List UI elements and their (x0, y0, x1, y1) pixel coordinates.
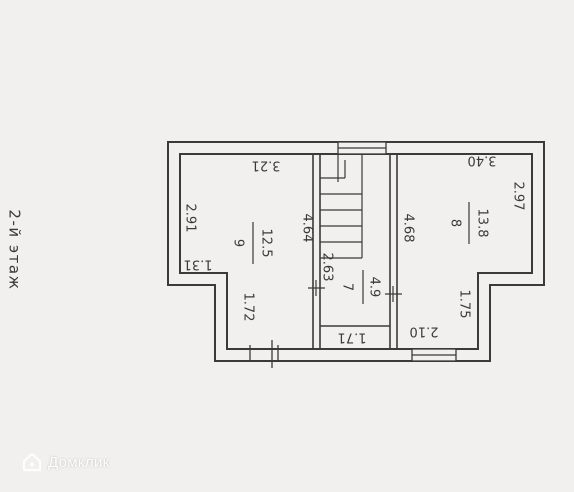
house-logo-icon (22, 452, 42, 472)
dim-right-bottom-width: 2.10 (410, 324, 439, 339)
room-7-area: 4.9 (367, 277, 382, 298)
dim-right-lower-height: 1.75 (457, 290, 472, 319)
room-9-area: 12.5 (259, 229, 274, 258)
dim-left-notch: 1.31 (184, 257, 213, 272)
dim-stair-bottom: 1.71 (338, 330, 367, 345)
fraction-bars (252, 202, 470, 304)
dim-left-top-width: 3.21 (252, 158, 281, 173)
dim-left-lower-height: 1.72 (241, 293, 256, 322)
dim-left-wall: 4.64 (300, 214, 315, 243)
room-9-number: 9 (231, 239, 246, 247)
room-7-number: 7 (340, 283, 355, 291)
room-8-area: 13.8 (475, 209, 490, 238)
dim-left-height: 2.91 (183, 204, 198, 233)
outer-walls (167, 141, 545, 362)
floor-label: 2-й этаж (6, 209, 24, 290)
dim-right-height: 2.97 (511, 182, 526, 211)
dim-stair-length: 2.63 (320, 253, 335, 282)
dim-right-top-width: 3.40 (468, 153, 497, 168)
door-bottom (249, 340, 279, 368)
interior-walls (312, 154, 398, 349)
staircase (320, 154, 363, 259)
dimension-ticks (308, 280, 402, 302)
domclick-watermark: Домклик (22, 452, 110, 472)
room-8-number: 8 (448, 219, 463, 227)
watermark-text: Домклик (48, 453, 110, 471)
window-top (337, 141, 387, 155)
window-bottom (411, 348, 457, 362)
dim-right-wall: 4.68 (401, 214, 416, 243)
